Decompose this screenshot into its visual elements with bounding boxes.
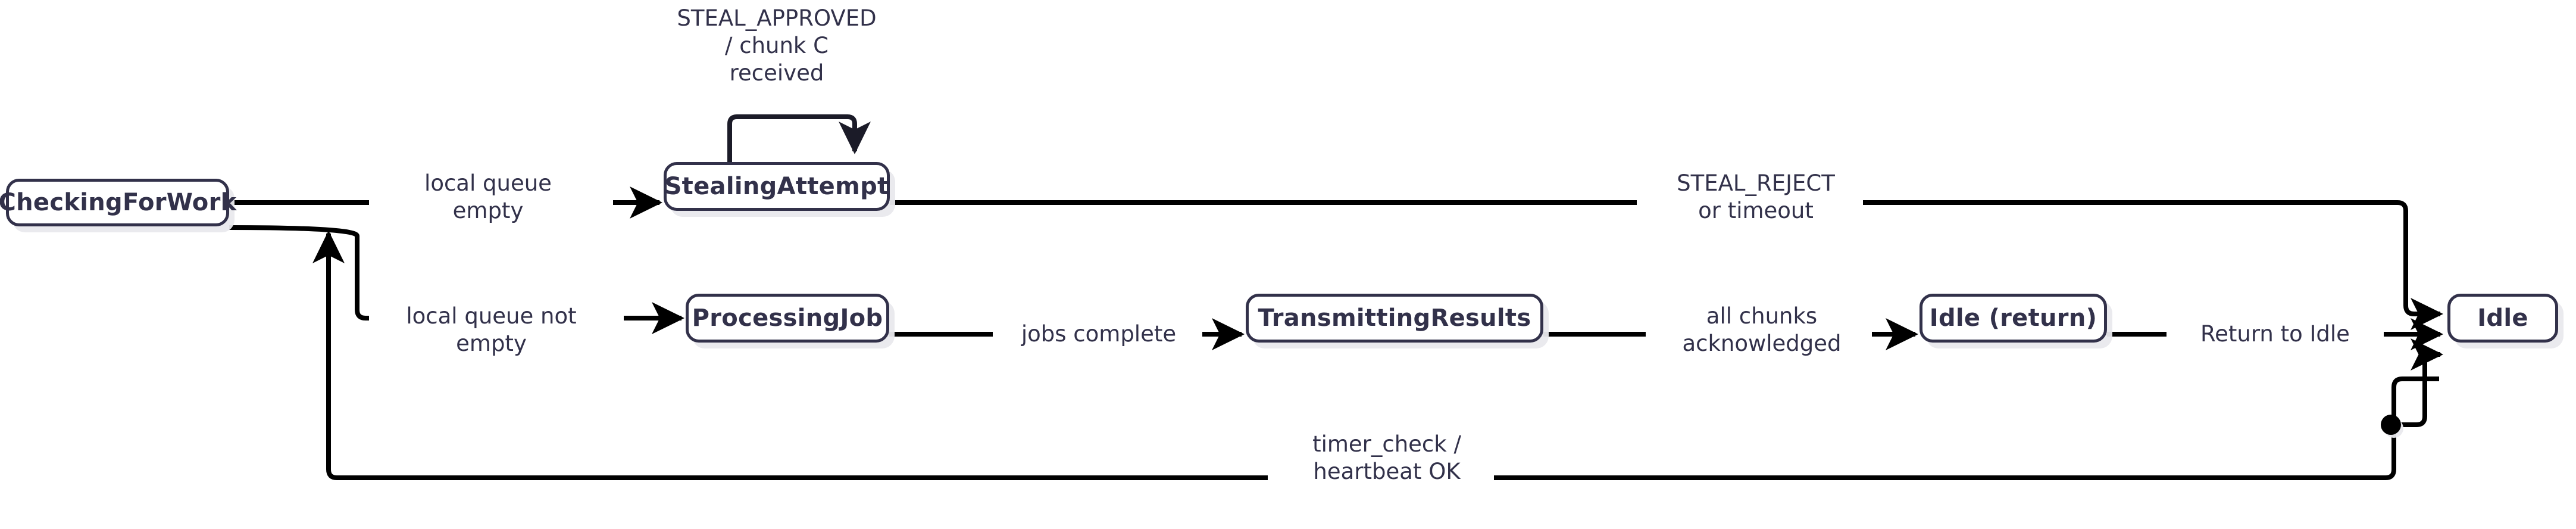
edge-label-all-chunks-acknowledged: all chunks acknowledged	[1682, 303, 1842, 356]
edge-label-return-to-idle: Return to Idle	[2200, 321, 2350, 347]
state-label-stealing-attempt: StealingAttempt	[664, 173, 889, 200]
state-node-idle[interactable]: Idle	[2447, 294, 2558, 343]
state-node-stealing-attempt[interactable]: StealingAttempt	[664, 162, 890, 211]
edge-label-timer-check: timer_check / heartbeat OK	[1312, 431, 1461, 484]
edge-idle-to-checking-arrowstem	[286, 231, 329, 238]
state-node-idle-return[interactable]: Idle (return)	[1920, 294, 2107, 343]
edge-label-steal-reject: STEAL_REJECT or timeout	[1677, 170, 1835, 223]
edge-label-jobs-complete: jobs complete	[1021, 321, 1177, 347]
initial-state-marker	[2381, 415, 2401, 435]
edge-label-local-queue-not-empty: local queue not empty	[406, 303, 577, 356]
state-node-transmitting-results[interactable]: TransmittingResults	[1246, 294, 1543, 343]
edge-start-to-idle	[2401, 338, 2443, 427]
edge-idle-to-checking-part1	[1494, 376, 2439, 480]
state-label-idle-return: Idle (return)	[1929, 304, 2097, 332]
edge-stealing-self-loop	[727, 114, 871, 162]
state-label-processing-job: ProcessingJob	[692, 304, 883, 332]
state-label-idle: Idle	[2477, 304, 2528, 332]
edge-label-local-queue-empty: local queue empty	[424, 170, 552, 223]
state-node-processing-job[interactable]: ProcessingJob	[686, 294, 889, 343]
state-label-checking-for-work: CheckingForWork	[0, 189, 237, 216]
edge-stealing-to-idle-tail	[1863, 200, 2443, 330]
state-node-checking-for-work[interactable]: CheckingForWork	[0, 179, 236, 226]
edge-idle-to-checking-part2	[326, 250, 1268, 480]
edge-checking-to-processing	[229, 225, 369, 320]
state-label-transmitting-results: TransmittingResults	[1258, 304, 1531, 332]
edge-label-steal-approved: STEAL_APPROVED / chunk C received	[677, 5, 877, 86]
